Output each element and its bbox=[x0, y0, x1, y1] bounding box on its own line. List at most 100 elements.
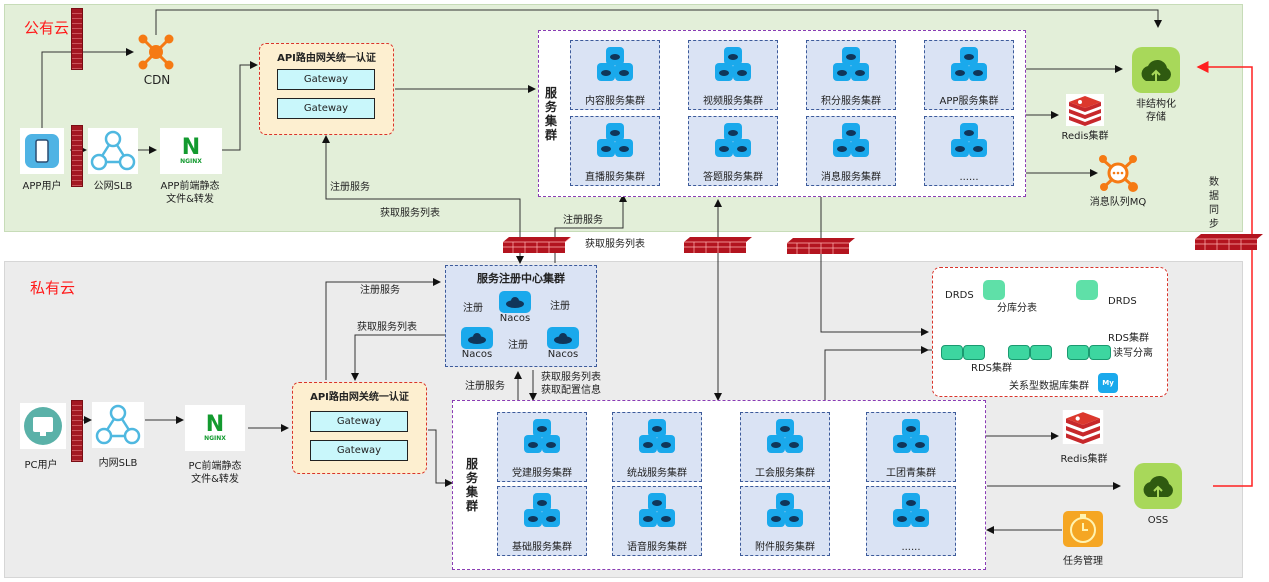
rds-cluster-icon[interactable] bbox=[939, 332, 987, 360]
gateway-instance[interactable]: Gateway bbox=[310, 440, 408, 461]
service-cluster-icon bbox=[767, 493, 803, 527]
public-redis-label: Redis集群 bbox=[1061, 131, 1109, 142]
pc-nginx-node[interactable]: N NGINX bbox=[185, 405, 245, 451]
service-cluster-card[interactable]: 基础服务集群 bbox=[497, 486, 587, 556]
nacos-node[interactable] bbox=[461, 327, 493, 349]
service-cluster-name: ...... bbox=[959, 172, 979, 183]
rds-cluster-icon[interactable] bbox=[1006, 332, 1054, 360]
get-service-list-label: 获取服务列表 bbox=[380, 208, 440, 219]
nacos-icon bbox=[461, 327, 493, 349]
register-service-label: 注册服务 bbox=[563, 215, 603, 226]
nacos-node[interactable] bbox=[499, 291, 531, 313]
service-cluster-name: 直播服务集群 bbox=[585, 172, 645, 183]
nacos-label: Nacos bbox=[547, 349, 579, 360]
private-redis-label: Redis集群 bbox=[1060, 454, 1108, 465]
nginx-icon: N NGINX bbox=[204, 412, 226, 442]
service-cluster-card[interactable]: 统战服务集群 bbox=[612, 412, 702, 482]
service-cluster-icon bbox=[524, 419, 560, 453]
cdn-icon bbox=[138, 34, 174, 70]
service-cluster-name: 视频服务集群 bbox=[703, 96, 763, 107]
register-label: 注册 bbox=[463, 303, 483, 314]
service-cluster-card[interactable]: 工团青集群 bbox=[866, 412, 956, 482]
register-label: 注册 bbox=[508, 340, 528, 351]
firewall-icon bbox=[684, 237, 752, 253]
service-cluster-card[interactable]: 积分服务集群 bbox=[806, 40, 896, 110]
load-balancer-icon bbox=[95, 404, 141, 445]
service-cluster-icon bbox=[767, 419, 803, 453]
intranet-slb-node[interactable] bbox=[92, 402, 144, 448]
private-redis-node[interactable] bbox=[1062, 410, 1104, 444]
service-cluster-card[interactable]: ...... bbox=[924, 116, 1014, 186]
service-cluster-card[interactable]: 内容服务集群 bbox=[570, 40, 660, 110]
registry-center-title: 服务注册中心集群 bbox=[477, 272, 565, 285]
public-cloud-title: 公有云 bbox=[24, 19, 70, 37]
app-user-label: APP用户 bbox=[22, 181, 62, 192]
nacos-label: Nacos bbox=[461, 349, 493, 360]
mq-node[interactable] bbox=[1098, 153, 1138, 193]
register-label: 注册 bbox=[550, 301, 570, 312]
service-cluster-card[interactable]: 附件服务集群 bbox=[740, 486, 830, 556]
firewall-vertical bbox=[71, 8, 83, 70]
service-cluster-card[interactable]: 消息服务集群 bbox=[806, 116, 896, 186]
service-cluster-icon bbox=[639, 419, 675, 453]
storage-label-1: 非结构化 bbox=[1136, 99, 1176, 110]
service-cluster-icon bbox=[597, 123, 633, 157]
storage-label-2: 存储 bbox=[1146, 112, 1166, 123]
intranet-slb-label: 内网SLB bbox=[98, 458, 138, 469]
nacos-icon bbox=[547, 327, 579, 349]
register-service-label: 注册服务 bbox=[465, 381, 505, 392]
app-nginx-node[interactable]: N NGINX bbox=[160, 128, 222, 174]
cdn-node[interactable] bbox=[137, 33, 175, 71]
task-management-node[interactable] bbox=[1063, 511, 1103, 547]
cdn-label: CDN bbox=[143, 73, 171, 87]
data-sync-label: 数据同步 bbox=[1209, 177, 1219, 230]
app-nginx-label-1: APP前端静态 bbox=[160, 181, 220, 192]
service-cluster-card[interactable]: 工会服务集群 bbox=[740, 412, 830, 482]
mq-label: 消息队列MQ bbox=[1089, 197, 1147, 208]
service-cluster-card[interactable]: ...... bbox=[866, 486, 956, 556]
service-cluster-name: 积分服务集群 bbox=[821, 96, 881, 107]
service-cluster-card[interactable]: 视频服务集群 bbox=[688, 40, 778, 110]
oss-node[interactable] bbox=[1134, 463, 1182, 509]
nacos-node[interactable] bbox=[547, 327, 579, 349]
gateway-panel-title: API路由网关统一认证 bbox=[277, 53, 376, 64]
service-cluster-icon bbox=[893, 419, 929, 453]
service-cluster-name: 党建服务集群 bbox=[512, 468, 572, 479]
app-user-node[interactable] bbox=[20, 128, 64, 174]
gateway-instance[interactable]: Gateway bbox=[310, 411, 408, 432]
redis-icon bbox=[1062, 410, 1104, 444]
service-cluster-icon bbox=[524, 493, 560, 527]
service-cluster-icon bbox=[893, 493, 929, 527]
get-service-list-label: 获取服务列表 bbox=[541, 372, 601, 383]
drds-icon[interactable] bbox=[983, 280, 1005, 300]
drds-left-label: DRDS bbox=[945, 290, 974, 301]
mysql-icon: My bbox=[1098, 373, 1118, 393]
service-cluster-card[interactable]: 党建服务集群 bbox=[497, 412, 587, 482]
service-cluster-card[interactable]: APP服务集群 bbox=[924, 40, 1014, 110]
db-cluster-title: 关系型数据库集群 bbox=[1009, 381, 1089, 392]
service-cluster-card[interactable]: 直播服务集群 bbox=[570, 116, 660, 186]
clock-icon bbox=[1063, 511, 1103, 547]
firewall-vertical bbox=[71, 125, 83, 187]
pc-user-node[interactable] bbox=[20, 403, 66, 449]
firewall-vertical bbox=[71, 400, 83, 462]
service-cluster-card[interactable]: 答题服务集群 bbox=[688, 116, 778, 186]
firewall-icon bbox=[787, 238, 855, 254]
service-cluster-title: 服务集群 bbox=[544, 86, 557, 142]
service-cluster-card[interactable]: 语音服务集群 bbox=[612, 486, 702, 556]
public-redis-node[interactable] bbox=[1066, 94, 1104, 126]
gateway-instance[interactable]: Gateway bbox=[277, 98, 375, 119]
gateway-instance[interactable]: Gateway bbox=[277, 69, 375, 90]
service-cluster-title: 服务集群 bbox=[465, 457, 478, 513]
private-gateway-panel: API路由网关统一认证 Gateway Gateway bbox=[292, 382, 427, 474]
pc-user-label: PC用户 bbox=[24, 460, 58, 471]
service-cluster-name: 消息服务集群 bbox=[821, 172, 881, 183]
firewall-icon bbox=[503, 237, 571, 253]
rds-cluster-icon[interactable] bbox=[1065, 332, 1113, 360]
register-service-label: 注册服务 bbox=[330, 182, 370, 193]
drds-icon[interactable] bbox=[1076, 280, 1098, 300]
load-balancer-icon bbox=[90, 130, 136, 171]
unstructured-storage-node[interactable] bbox=[1132, 47, 1180, 93]
service-cluster-name: 基础服务集群 bbox=[512, 542, 572, 553]
public-slb-node[interactable] bbox=[88, 128, 138, 174]
